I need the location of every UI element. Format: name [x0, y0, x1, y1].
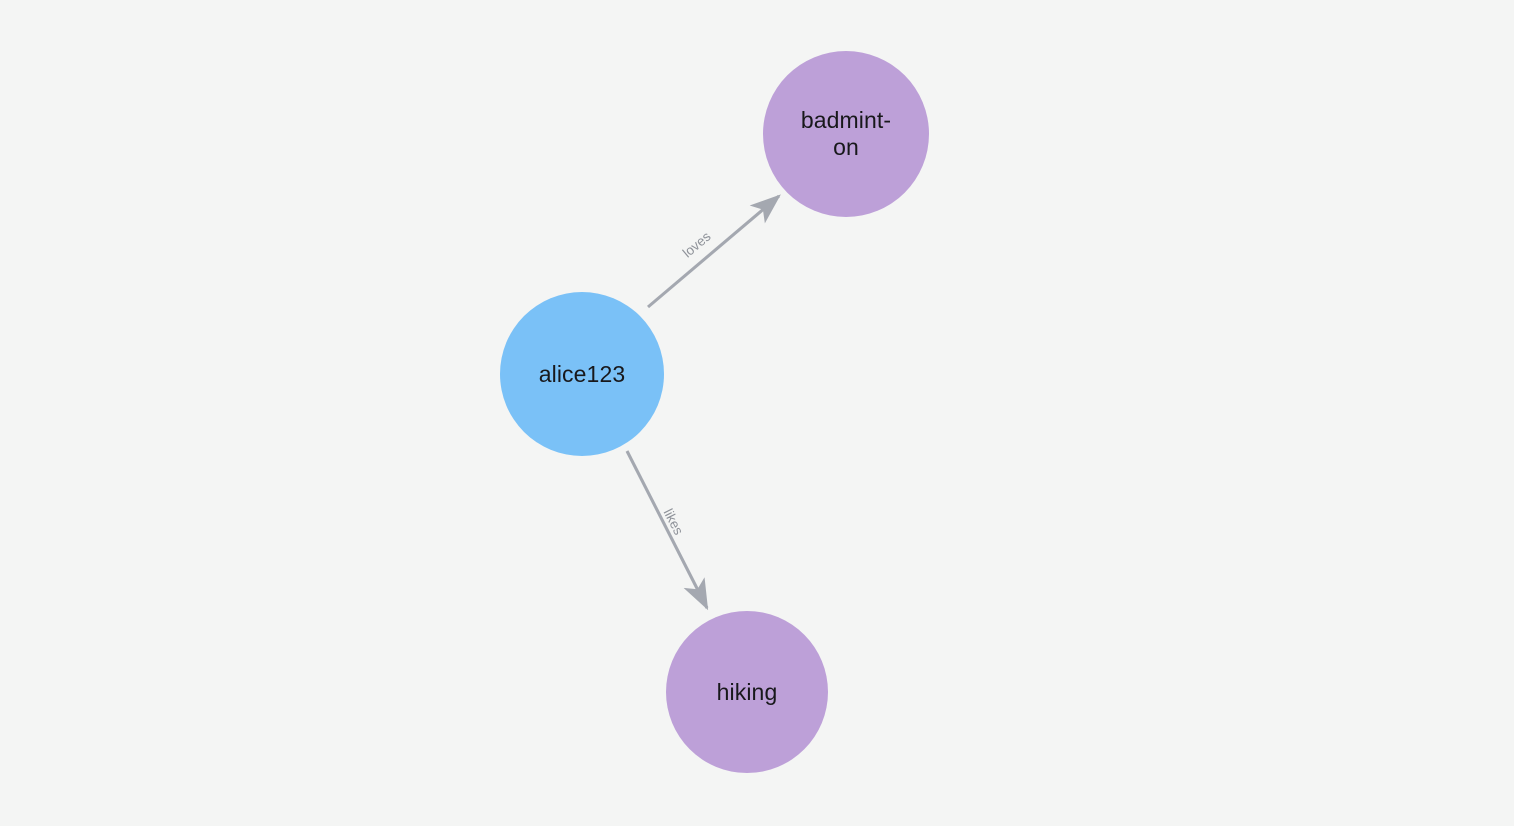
- graph-node-alice123[interactable]: alice123: [500, 292, 664, 456]
- graph-node-label: alice123: [538, 360, 626, 387]
- graph-node-label: hiking: [716, 678, 778, 705]
- edge-line-likes[interactable]: [625, 450, 709, 611]
- graph-node-badminton[interactable]: badmint- on: [763, 51, 929, 217]
- graph-node-hiking[interactable]: hiking: [666, 611, 828, 773]
- edge-line-loves[interactable]: [646, 194, 781, 309]
- graph-node-label: badmint- on: [800, 107, 892, 160]
